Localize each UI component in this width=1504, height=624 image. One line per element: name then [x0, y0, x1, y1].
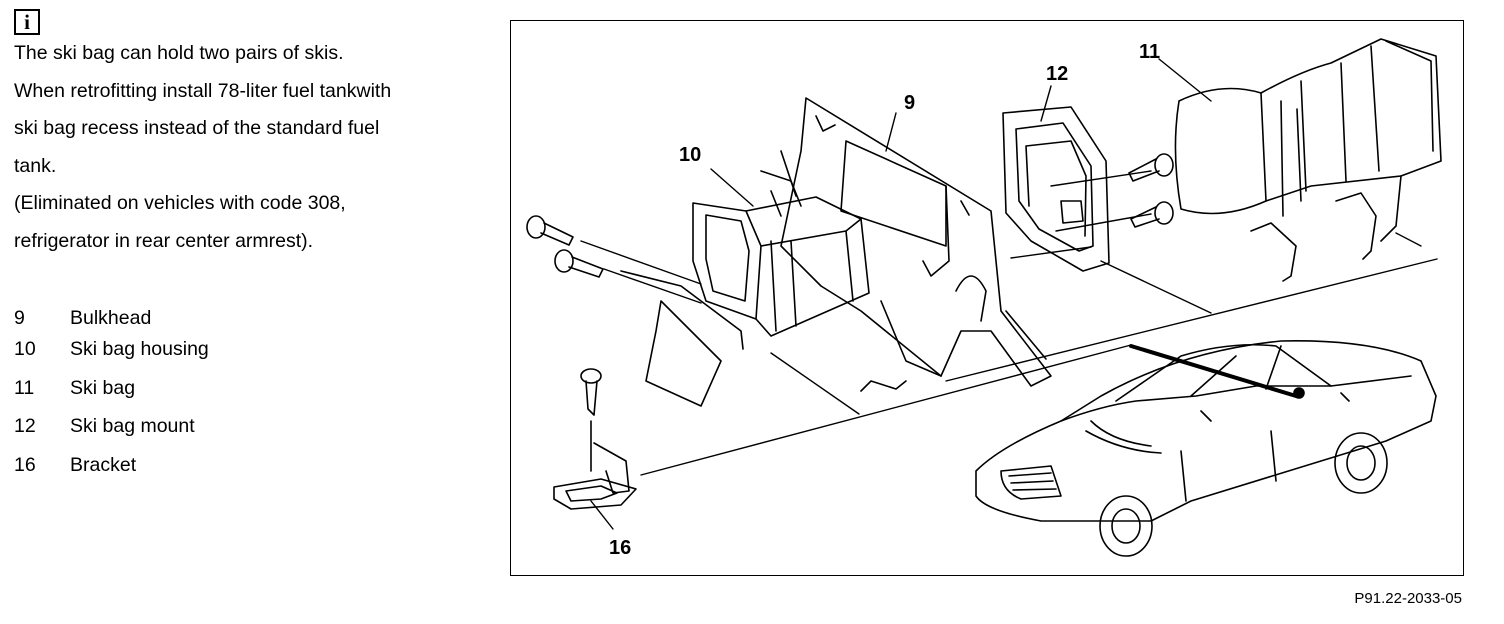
legend-label: Bulkhead: [70, 307, 152, 329]
legend-number: 16: [14, 453, 36, 476]
callout-9: 9: [904, 92, 915, 114]
note-line: refrigerator in rear center armrest).: [14, 229, 314, 252]
callout-10: 10: [679, 144, 701, 166]
info-note: The ski bag can hold two pairs of skis. …: [14, 40, 484, 265]
callout-11: 11: [1139, 41, 1160, 63]
note-line: The ski bag can hold two pairs of skis.: [14, 42, 344, 64]
callout-12: 12: [1046, 63, 1068, 85]
callout-16: 16: [609, 537, 631, 559]
ski-bag-housing-drawing: [620, 150, 870, 407]
note-line: ski bag recess instead of the standard f…: [14, 117, 380, 139]
screw-drawings: [526, 153, 1174, 416]
exploded-view-drawing: 9 10 11 12 16: [526, 38, 1442, 559]
ski-bag-mount-drawing: [1002, 106, 1110, 272]
legend-number: 10: [14, 338, 36, 360]
bracket-drawing: [553, 420, 637, 510]
legend-label: Ski bag housing: [70, 338, 209, 360]
legend-label: Ski bag: [70, 376, 136, 399]
note-line: When retrofitting install 78-liter fuel …: [14, 79, 392, 102]
figure-reference: P91.22-2033-05: [1354, 590, 1462, 607]
legend-label: Ski bag mount: [70, 415, 195, 437]
vehicle-drawing: [975, 340, 1437, 557]
note-line: tank.: [14, 154, 57, 177]
callout-leaders: [590, 58, 1212, 530]
leader-guide-lines: [580, 170, 1438, 476]
legend-number: 11: [14, 376, 35, 399]
exploded-view-figure: 9 10 11 12 16: [510, 20, 1464, 576]
ski-bag-drawing: [1174, 38, 1442, 282]
legend-label: Bracket: [70, 453, 137, 476]
legend-number: 12: [14, 415, 36, 437]
note-line: (Eliminated on vehicles with code 308,: [14, 192, 346, 214]
bulkhead-drawing: [760, 97, 1052, 392]
legend-number: 9: [14, 307, 25, 329]
info-icon: i: [14, 9, 40, 35]
